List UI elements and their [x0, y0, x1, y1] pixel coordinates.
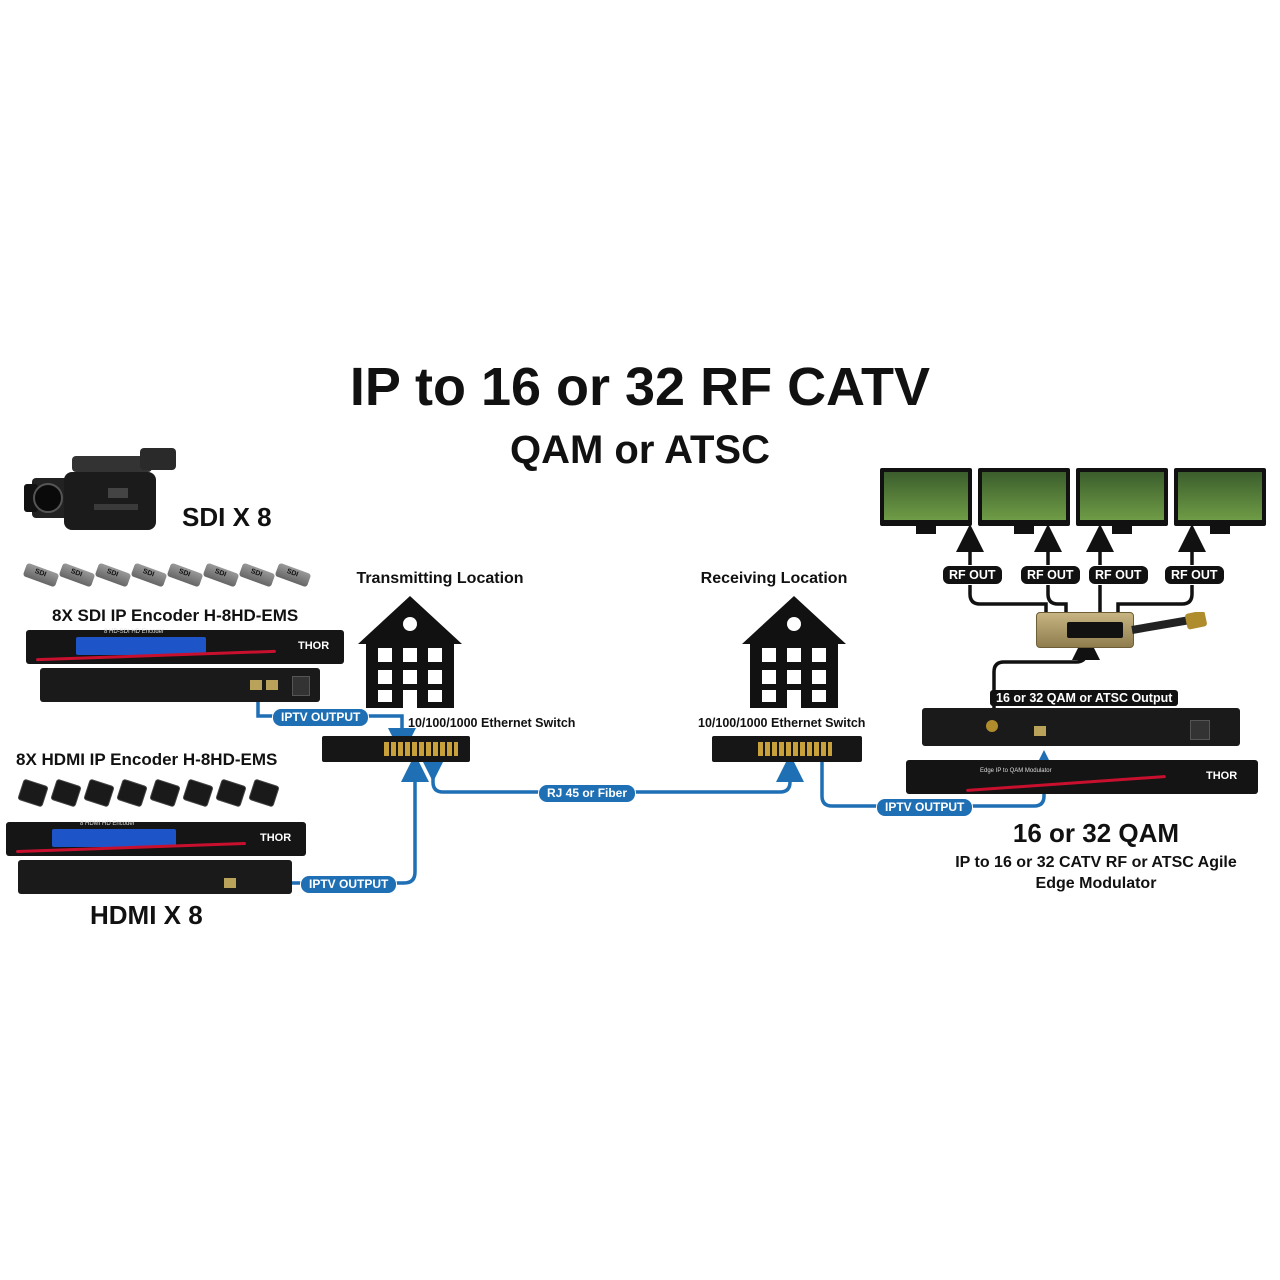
sdi-cable-icon: SDI — [238, 562, 276, 588]
sdi-encoder-power-socket — [292, 676, 310, 696]
rj45-fiber-link-label: RJ 45 or Fiber — [538, 784, 637, 803]
sdi-cable-icon: SDI — [58, 562, 96, 588]
sdi-encoder-brand: THOR — [298, 640, 330, 652]
video-camera-icon — [24, 448, 176, 530]
tv-stand — [1014, 526, 1034, 534]
transmit-building-icon — [358, 596, 462, 708]
tv-screen — [978, 468, 1070, 534]
sdi-cable-row: SDI SDI SDI SDI SDI SDI SDI SDI — [22, 560, 324, 596]
hdmi-encoder-lcd-text: 8 HDMI HD Encoder — [80, 821, 135, 827]
tv-picture — [1080, 472, 1164, 520]
rf-splitter — [1036, 612, 1134, 648]
hdmi-cable-icon — [17, 778, 49, 808]
modulator-power-socket — [1190, 720, 1210, 740]
modulator-front-text: Edge IP to QAM Modulator — [980, 768, 1052, 774]
hdmi-encoder-brand: THOR — [260, 832, 292, 844]
hdmi-cable-icon — [116, 778, 148, 808]
hdmi-encoder-back — [18, 860, 292, 894]
sdi-cable-icon: SDI — [130, 562, 168, 588]
hdmi-cable-icon — [149, 778, 181, 808]
sdi-iptv-output-label: IPTV OUTPUT — [272, 708, 370, 727]
receive-ethernet-switch — [712, 736, 862, 762]
rf-out-label-1: RF OUT — [942, 565, 1003, 585]
sdi-encoder-label: 8X SDI IP Encoder H-8HD-EMS — [52, 606, 299, 625]
hdmi-encoder-front: 8 HDMI HD Encoder THOR — [6, 821, 306, 856]
receive-iptv-output-label: IPTV OUTPUT — [876, 798, 974, 817]
modulator-heading: 16 or 32 QAM — [1012, 818, 1180, 848]
hdmi-cable-icon — [50, 778, 82, 808]
modulator-rf-port[interactable] — [986, 720, 998, 732]
hdmi-cable-icon — [248, 778, 280, 808]
splitter-to-tv4-wire — [1116, 524, 1206, 612]
hdmi-encoder-label: 8X HDMI IP Encoder H-8HD-EMS — [16, 750, 278, 769]
splitter-to-tv2-wire — [1034, 524, 1068, 612]
tv-screen — [1174, 468, 1266, 534]
modulator-back — [922, 708, 1240, 746]
modulator-to-splitter-wire — [992, 632, 1100, 708]
sdi-cable-label: SDI — [69, 567, 84, 579]
hdmi-iptv-output-label: IPTV OUTPUT — [300, 875, 398, 894]
tv-screen — [880, 468, 972, 534]
sdi-cable-label: SDI — [249, 567, 264, 579]
page-subtitle: QAM or ATSC — [510, 428, 770, 472]
sdi-cable-icon: SDI — [166, 562, 204, 588]
splitter-to-tv1-wire — [956, 524, 1048, 612]
sdi-cable-icon: SDI — [22, 562, 60, 588]
tv-stand — [916, 526, 936, 534]
tv-stand — [1112, 526, 1132, 534]
sdi-cable-icon: SDI — [274, 562, 312, 588]
transmit-ethernet-switch — [322, 736, 470, 762]
sdi-cable-label: SDI — [177, 567, 192, 579]
sdi-encoder-ethernet-port[interactable] — [250, 680, 262, 690]
sdi-cable-label: SDI — [105, 567, 120, 579]
rf-splitter-badge — [1067, 622, 1123, 638]
hdmi-encoder-lcd: 8 HDMI HD Encoder — [52, 821, 176, 847]
receive-switch-ports[interactable] — [758, 742, 832, 756]
sdi-cable-icon: SDI — [94, 562, 132, 588]
hdmi-cable-icon — [215, 778, 247, 808]
hdmi-heading: HDMI X 8 — [90, 900, 203, 930]
tv-picture — [982, 472, 1066, 520]
tv-picture — [1178, 472, 1262, 520]
rf-out-label-3: RF OUT — [1088, 565, 1149, 585]
hdmi-cable-icon — [83, 778, 115, 808]
transmit-switch-label: 10/100/1000 Ethernet Switch — [408, 716, 576, 730]
sdi-encoder-lcd: 8 HD-SDI HD Encoder — [76, 629, 206, 655]
transmit-switch-ports[interactable] — [384, 742, 458, 756]
sdi-cable-icon: SDI — [202, 562, 240, 588]
coax-cable-icon — [1131, 612, 1207, 634]
receive-building-icon — [742, 596, 846, 708]
hdmi-cable-row — [17, 776, 286, 810]
modulator-front: Edge IP to QAM Modulator THOR — [906, 760, 1258, 794]
modulator-output-label: 16 or 32 QAM or ATSC Output — [990, 690, 1179, 706]
sdi-encoder-ethernet-port-2[interactable] — [266, 680, 278, 690]
tv-screen — [1076, 468, 1168, 534]
sdi-heading: SDI X 8 — [182, 502, 272, 532]
receive-location-label: Receiving Location — [700, 570, 848, 587]
sdi-cable-label: SDI — [33, 567, 48, 579]
modulator-red-swoosh — [966, 775, 1166, 792]
tv-row — [880, 468, 1266, 538]
sdi-cable-label: SDI — [141, 567, 156, 579]
tv-stand — [1210, 526, 1230, 534]
sdi-encoder-lcd-text: 8 HD-SDI HD Encoder — [104, 629, 165, 635]
modulator-brand: THOR — [1206, 770, 1238, 782]
modulator-ethernet-port[interactable] — [1034, 726, 1046, 736]
sdi-encoder-back — [40, 668, 320, 702]
receive-switch-label: 10/100/1000 Ethernet Switch — [698, 716, 866, 730]
sdi-cable-label: SDI — [285, 567, 300, 579]
rf-out-label-4: RF OUT — [1164, 565, 1225, 585]
sdi-encoder-front: 8 HD-SDI HD Encoder THOR — [26, 629, 344, 664]
hdmi-cable-icon — [182, 778, 214, 808]
hdmi-to-switch-wire — [238, 754, 429, 885]
modulator-caption-line1: IP to 16 or 32 CATV RF or ATSC Agile — [955, 854, 1237, 871]
hdmi-encoder-ethernet-port[interactable] — [224, 878, 236, 888]
page-title: IP to 16 or 32 RF CATV — [349, 357, 931, 417]
sdi-cable-label: SDI — [213, 567, 228, 579]
transmit-location-label: Transmitting Location — [356, 570, 524, 587]
modulator-caption-line2: Edge Modulator — [1035, 875, 1157, 892]
rf-out-label-2: RF OUT — [1020, 565, 1081, 585]
tv-picture — [884, 472, 968, 520]
